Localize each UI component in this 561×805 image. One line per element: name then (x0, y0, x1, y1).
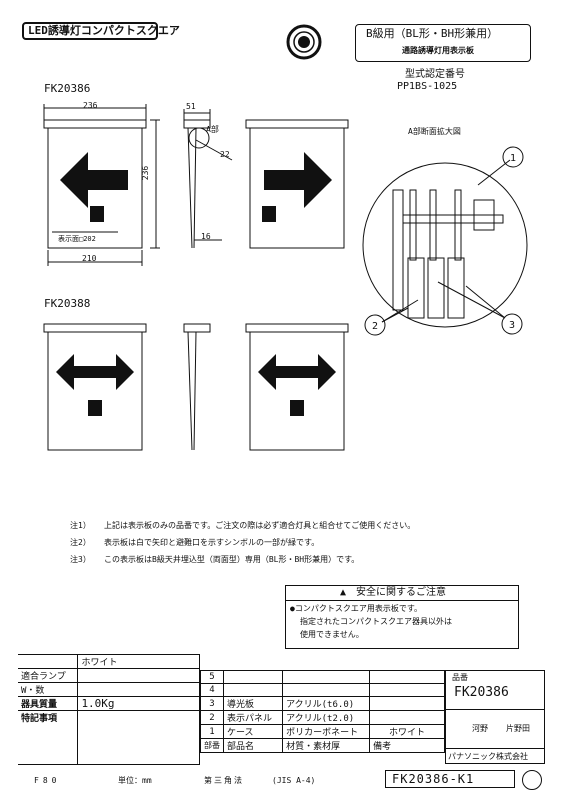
drawing-number: FK20386-K1 (392, 772, 475, 786)
spec-value-2: 1.0Kg (77, 696, 200, 711)
class-line2: 通路誘導灯用表示板 (402, 46, 474, 55)
display-face-label: 表示面□202 (58, 235, 96, 243)
warning-icon: ▲ (340, 587, 347, 598)
dim-side-16: 16 (201, 232, 211, 241)
spec-label-2: 器具質量 (18, 696, 79, 711)
series-title-box: LED誘導灯コンパクトスクエア (22, 22, 180, 40)
detail-title: A部断面拡大図 (408, 127, 461, 136)
footer-projection: 第三角法 (204, 776, 244, 785)
callout-2: 2 (372, 321, 378, 332)
note-text-2: 表示板は白で矢印と避難口を示すシンボルの一部が緑です。 (104, 538, 320, 547)
class-box: B級用（BL形・BH形兼用） 通路誘導灯用表示板 (355, 24, 531, 62)
approval-label: 型式認定番号 (405, 69, 465, 80)
spec-value-3 (77, 710, 200, 765)
dim-height: 236 (141, 165, 151, 181)
parts-header-row: 部番部品名材質・素材厚備考 (200, 738, 445, 753)
dim-top-side: 51 (186, 102, 196, 111)
spec-label-3: 特記事項 (18, 710, 79, 765)
part-no-label: 品番 (452, 673, 468, 682)
part-number-block: 品番 FK20386 河野 片野田 パナソニック株式会社 (445, 670, 545, 764)
series-title: LED誘導灯コンパクトスクエア (28, 24, 180, 37)
note-text-3: この表示板はB級天井埋込型（両面型）専用（BL形・BH形兼用）です。 (104, 555, 360, 564)
part-no: FK20386 (454, 685, 509, 700)
spec-value-0 (77, 668, 200, 683)
note-mark-1: 注1） (70, 521, 91, 530)
sign-2: 片野田 (506, 724, 530, 733)
revision-circle-icon (522, 770, 542, 790)
footer-unit: 単位：mm (118, 776, 152, 785)
spec-label-0: 適合ランプ (18, 668, 79, 683)
safety-line1: ●コンパクトスクエア用表示板です。 (290, 604, 423, 613)
sign-row: 河野 片野田 (446, 709, 544, 749)
spec-value-1 (77, 682, 200, 697)
dim-bottom: 210 (82, 254, 97, 263)
safety-line3: 使用できません。 (300, 630, 364, 639)
safety-header: ▲ 安全に関するご注意 (286, 586, 518, 601)
note-mark-3: 注3） (70, 555, 91, 564)
certification-seal-icon (286, 24, 322, 60)
class-line1: B級用（BL形・BH形兼用） (366, 27, 499, 40)
approval-number: PP1BS-1025 (397, 81, 458, 92)
part-row: 5 (200, 670, 445, 684)
safety-box: ▲ 安全に関するご注意 ●コンパクトスクエア用表示板です。 指定されたコンパクト… (285, 585, 519, 649)
dim-width: 236 (83, 101, 98, 110)
dim-side-22: 22 (220, 150, 230, 159)
sign-1: 河野 (472, 724, 488, 733)
spec-color: ホワイト (77, 654, 200, 669)
callout-3: 3 (509, 320, 515, 331)
footer-standard: (JIS A-4) (272, 776, 316, 785)
note-mark-2: 注2） (70, 538, 91, 547)
safety-title: 安全に関するご注意 (356, 587, 446, 598)
drawing-number-box: FK20386-K1 (385, 770, 515, 788)
part-row: 4 (200, 683, 445, 697)
spec-label-1: W・数 (18, 682, 79, 697)
model-fk20386: FK20386 (44, 82, 91, 95)
footer-code: F80 (34, 776, 61, 785)
safety-line2: 指定されたコンパクトスクエア器具以外は (300, 617, 452, 626)
model-fk20388: FK20388 (44, 297, 91, 310)
note-text-1: 上記は表示板のみの品番です。ご注文の際は必ず適合灯具と組合せてご使用ください。 (104, 521, 416, 530)
company-name: パナソニック株式会社 (448, 752, 528, 761)
label-a: A部 (206, 125, 219, 134)
callout-1: 1 (510, 153, 516, 164)
